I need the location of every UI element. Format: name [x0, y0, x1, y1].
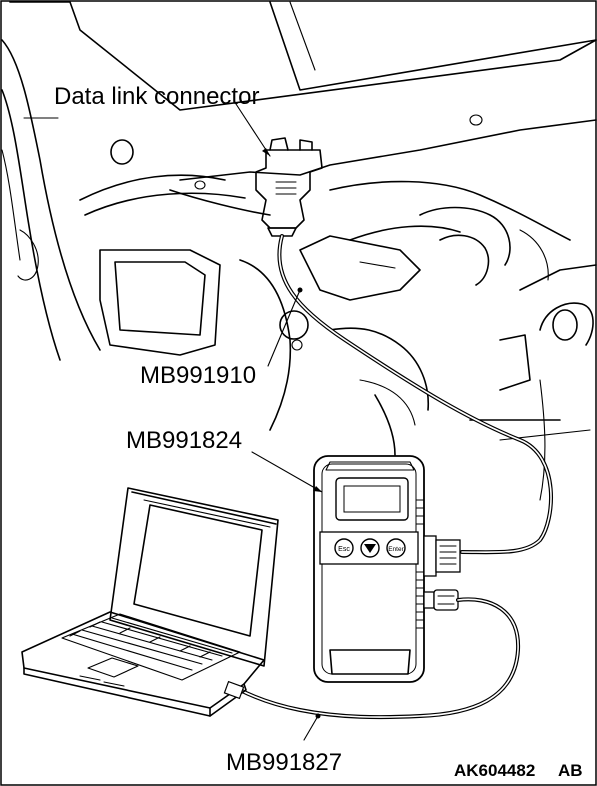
esc-button-label: Esc — [338, 546, 350, 553]
usb-plug-interface — [423, 589, 459, 611]
mb991827-label: MB991827 — [226, 749, 342, 776]
mb991910-leader — [267, 289, 301, 367]
down-arrow-icon — [364, 544, 376, 553]
interface-device — [313, 455, 425, 683]
cable-mb991910 — [277, 234, 554, 555]
laptop — [21, 487, 279, 717]
figure-revision: AB — [558, 761, 583, 780]
interface-leader-arrow — [313, 486, 322, 492]
mb991827-leader — [303, 715, 319, 741]
interface-leader — [251, 451, 323, 493]
figure-id: AK604482 — [454, 761, 535, 780]
enter-button-label: Enter — [388, 546, 404, 553]
mb991824-label: MB991824 — [126, 427, 242, 454]
connector-label: Data link connector — [54, 83, 259, 110]
db-connector — [423, 535, 461, 577]
enter-button[interactable]: Enter — [386, 538, 406, 558]
mb991910-label: MB991910 — [140, 362, 256, 389]
esc-button[interactable]: Esc — [334, 538, 354, 558]
mb991827-leader-dot — [315, 713, 321, 719]
connector-leader-arrow — [262, 148, 270, 156]
mb991910-leader-dot — [297, 287, 303, 293]
cable-mb991827 — [238, 597, 521, 720]
vehicle-dashboard-lineart — [1, 1, 597, 501]
down-arrow-button[interactable] — [360, 538, 380, 558]
data-link-connector — [255, 137, 323, 237]
connector-leader — [235, 103, 271, 157]
